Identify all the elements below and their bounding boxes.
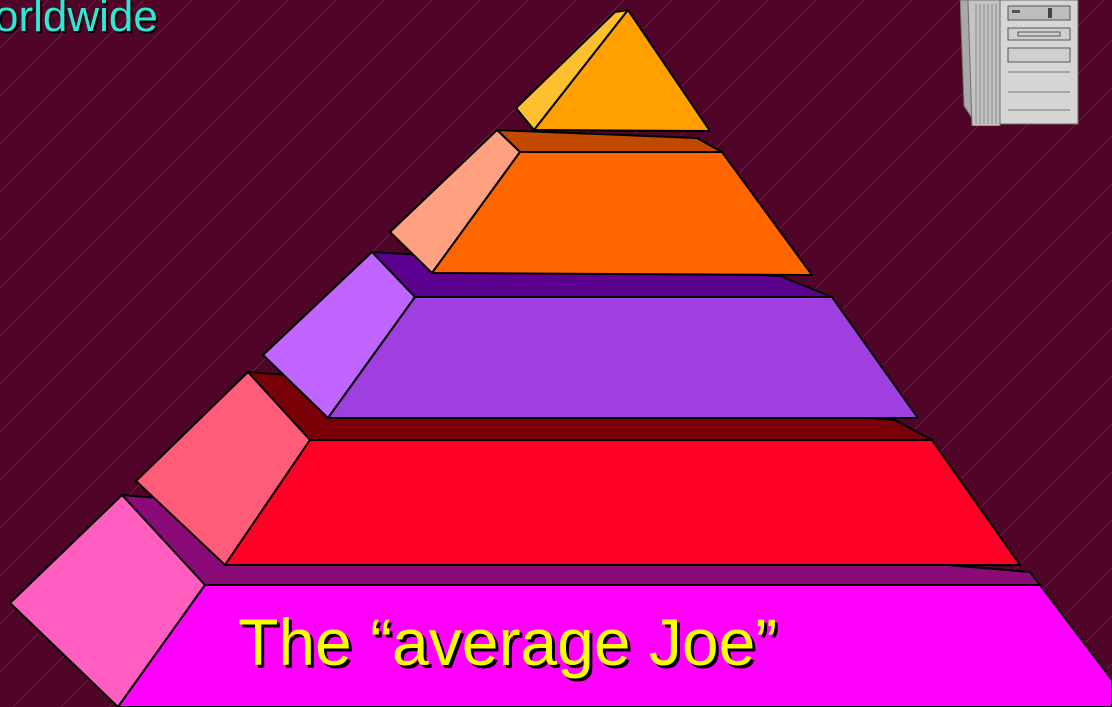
pyramid-tier-top (516, 10, 710, 131)
partial-heading: orldwide (0, 0, 158, 42)
base-tier-label: The “average Joe” (238, 604, 777, 680)
pyramid-tier-2 (390, 130, 812, 275)
pyramid-tier-3 (263, 252, 918, 418)
server-tower-icon (960, 0, 1080, 126)
